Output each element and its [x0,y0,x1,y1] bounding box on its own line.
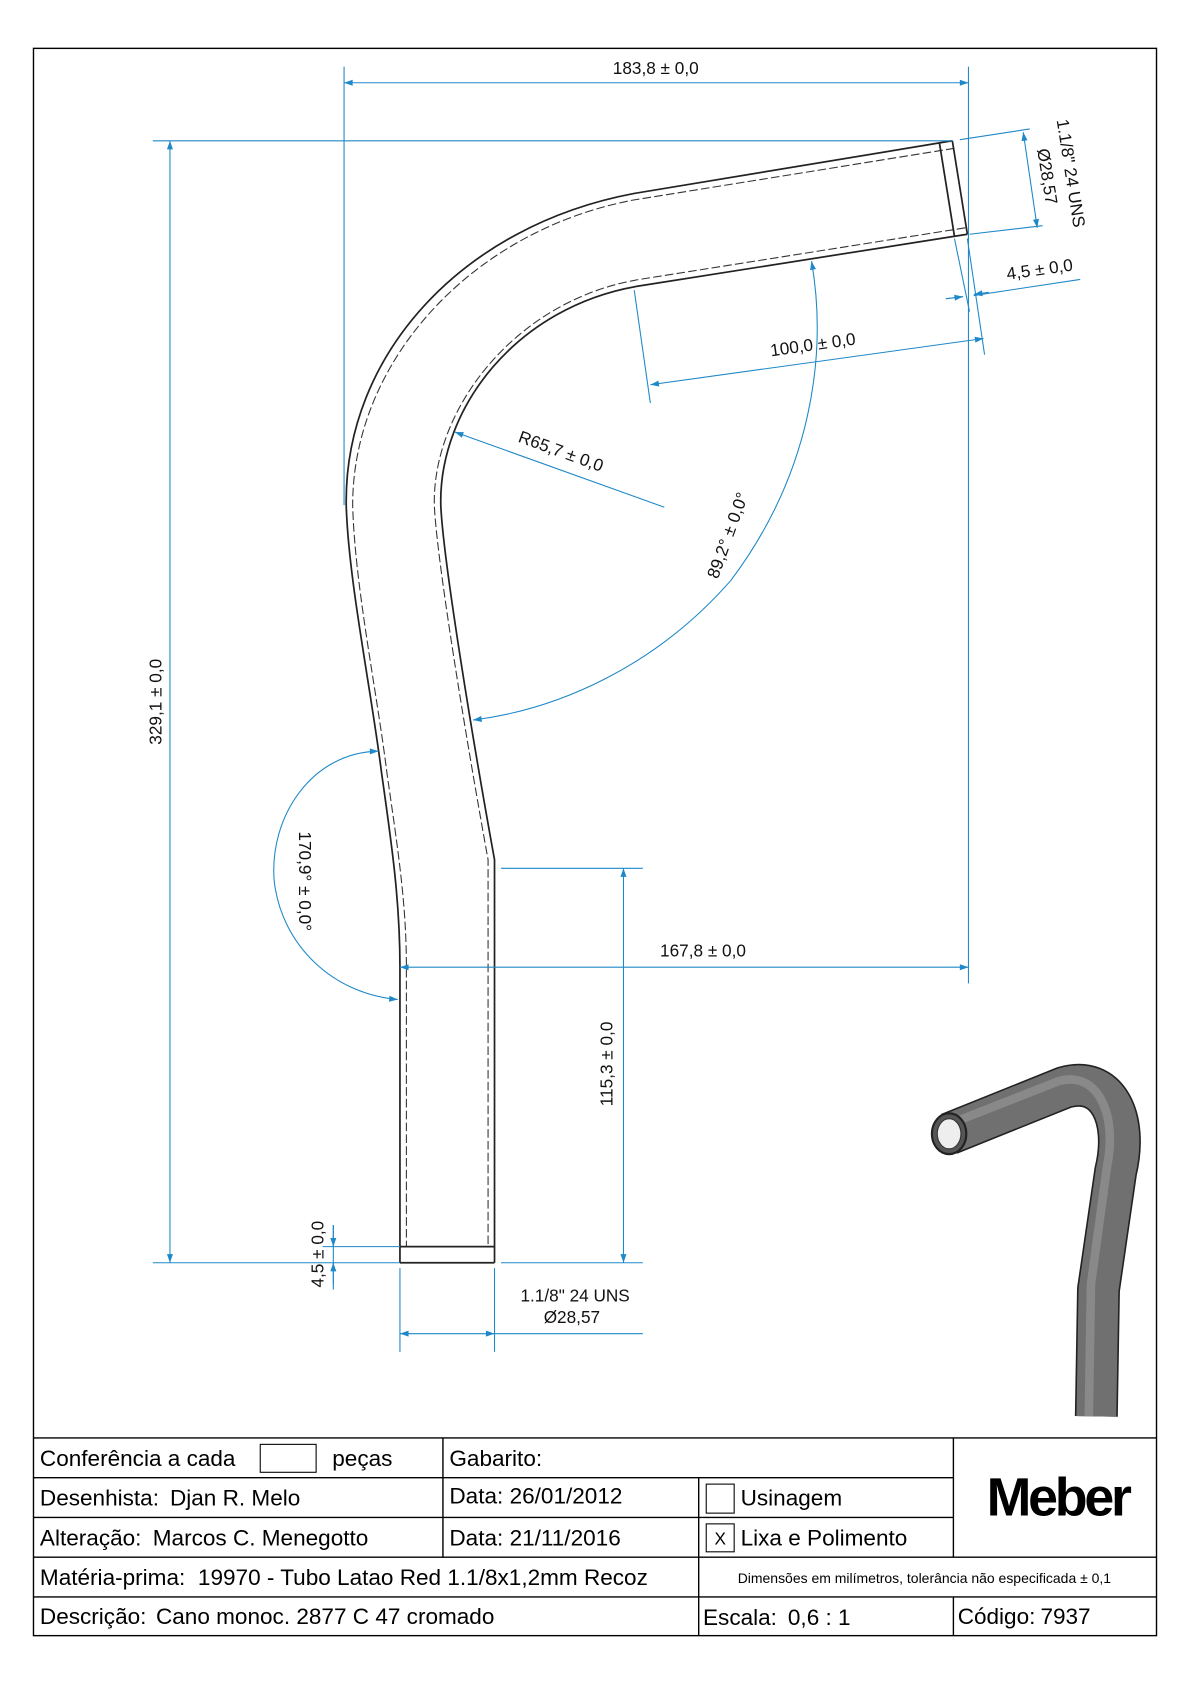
diameter-top: Ø28,57 [1033,147,1062,206]
dim-lower-width: 167,8 ± 0,0 [660,940,746,960]
thread-spec-top: 1.1/8" 24 UNS [1053,118,1090,229]
alteracao-label: Alteração: [40,1525,142,1550]
lixa-checkbox[interactable] [705,1523,735,1553]
dim-overall-height: 329,1 ± 0,0 [145,659,165,745]
lixa-check: X [714,1528,726,1548]
title-block: Conferência a cada peças Gabarito: Desen… [33,1437,1157,1636]
dimension-lines [152,66,1081,1352]
codigo-label: Código: [958,1604,1036,1629]
usinagem-checkbox[interactable] [705,1483,735,1514]
data2-value: 21/11/2016 [510,1525,621,1550]
diameter-bottom: Ø28,57 [544,1307,600,1327]
tube-3d-view [930,1063,1141,1417]
pecas-label: peças [332,1446,392,1471]
dimension-note: Dimensões em milímetros, tolerância não … [738,1570,1112,1586]
tube-outline [345,139,969,1264]
descricao-label: Descrição: [40,1604,147,1629]
data1-label: Data: [449,1483,503,1508]
desenhista-label: Desenhista: [40,1486,159,1511]
escala-value: 0,6 : 1 [788,1605,851,1630]
data1-value: 26/01/2012 [510,1483,623,1508]
materia-value: 19970 - Tubo Latao Red 1.1/8x1,2mm Recoz [198,1565,648,1590]
lixa-label: Lixa e Polimento [741,1525,908,1550]
descricao-value: Cano monoc. 2877 C 47 cromado [156,1604,494,1629]
dim-top-leg-length: 100,0 ± 0,0 [769,329,857,361]
thread-spec-bottom: 1.1/8" 24 UNS [520,1285,629,1305]
dim-bend-radius: R65,7 ± 0,0 [516,427,606,476]
materia-label: Matéria-prima: [40,1565,185,1590]
dim-bend-angle-lower: 170,9° ± 0,0° [295,831,315,931]
drawing-frame [32,47,1158,1637]
gabarito-label: Gabarito: [449,1446,542,1471]
dim-overall-width: 183,8 ± 0,0 [613,58,699,78]
alteracao-value: Marcos C. Menegotto [153,1525,369,1550]
codigo-value: 7937 [1040,1604,1090,1629]
escala-label: Escala: [703,1605,777,1630]
meber-logo: Meber [987,1467,1132,1527]
data2-label: Data: [449,1525,503,1550]
dim-bend-angle-main: 89,2° ± 0,0° [703,490,753,581]
dim-thread-length-top: 4,5 ± 0,0 [1005,255,1074,284]
desenhista-value: Djan R. Melo [170,1486,300,1511]
usinagem-label: Usinagem [741,1486,843,1511]
conferencia-input[interactable] [259,1443,317,1473]
dim-straight-length: 115,3 ± 0,0 [597,1022,617,1107]
conferencia-label: Conferência a cada [40,1446,236,1471]
dim-thread-length-bottom: 4,5 ± 0,0 [308,1221,328,1288]
